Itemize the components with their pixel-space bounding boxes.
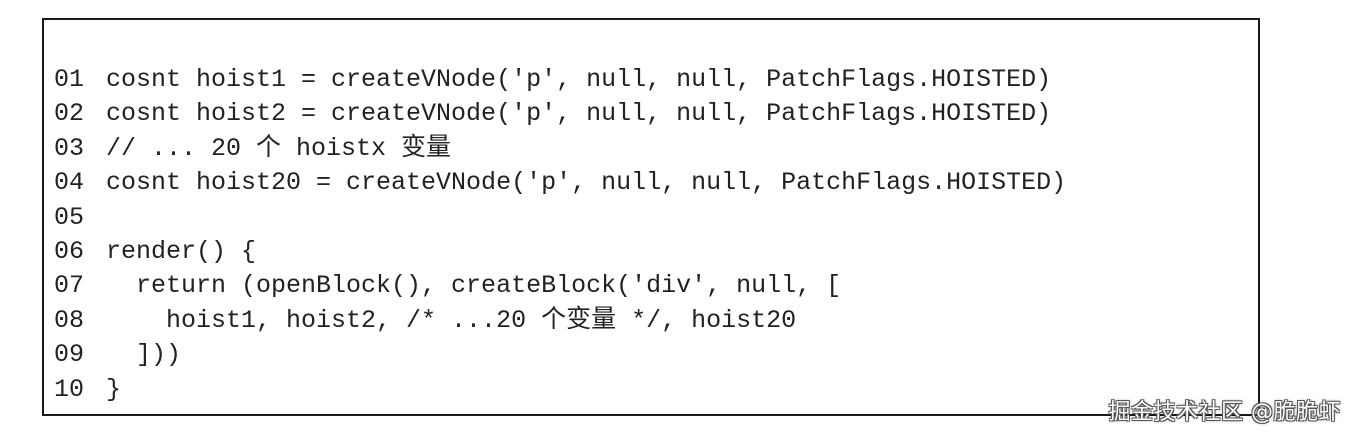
watermark: 掘金技术社区 @脆脆虾: [1108, 400, 1341, 425]
line-code: return (openBlock(), createBlock('div', …: [106, 271, 842, 301]
line-number: 08: [54, 305, 85, 335]
code-line: 03 // ... 20 个 hoistx 变量: [54, 132, 1066, 166]
code-line: 07 return (openBlock(), createBlock('div…: [54, 269, 1066, 303]
code-lines: 01 cosnt hoist1 = createVNode('p', null,…: [54, 63, 1066, 407]
line-number: 09: [54, 340, 85, 370]
code-line: 04 cosnt hoist20 = createVNode('p', null…: [54, 166, 1066, 200]
line-number: 05: [54, 202, 85, 232]
line-number: 03: [54, 133, 85, 163]
line-code: ])): [106, 340, 182, 370]
line-number: 02: [54, 99, 85, 129]
code-line: 05: [54, 201, 1066, 235]
code-block: 01 cosnt hoist1 = createVNode('p', null,…: [42, 18, 1260, 416]
line-code: // ... 20 个 hoistx 变量: [106, 133, 452, 163]
line-number: 04: [54, 168, 85, 198]
line-code: cosnt hoist2 = createVNode('p', null, nu…: [106, 99, 1052, 129]
line-number: 07: [54, 271, 85, 301]
line-code: }: [106, 374, 122, 404]
line-number: 01: [54, 65, 85, 94]
code-line: 02 cosnt hoist2 = createVNode('p', null,…: [54, 97, 1066, 131]
code-line: 09 ])): [54, 338, 1066, 372]
line-number: 06: [54, 236, 85, 266]
line-code: cosnt hoist20 = createVNode('p', null, n…: [106, 168, 1067, 198]
line-code: hoist1, hoist2, /* ...20 个变量 */, hoist20: [106, 305, 797, 335]
line-code: cosnt hoist1 = createVNode('p', null, nu…: [106, 65, 1052, 94]
line-number: 10: [54, 374, 85, 404]
code-line: 06 render() {: [54, 235, 1066, 269]
code-line: 01 cosnt hoist1 = createVNode('p', null,…: [54, 63, 1066, 97]
code-line: 10 }: [54, 373, 1066, 407]
code-line: 08 hoist1, hoist2, /* ...20 个变量 */, hois…: [54, 304, 1066, 338]
line-code: render() {: [106, 236, 257, 266]
